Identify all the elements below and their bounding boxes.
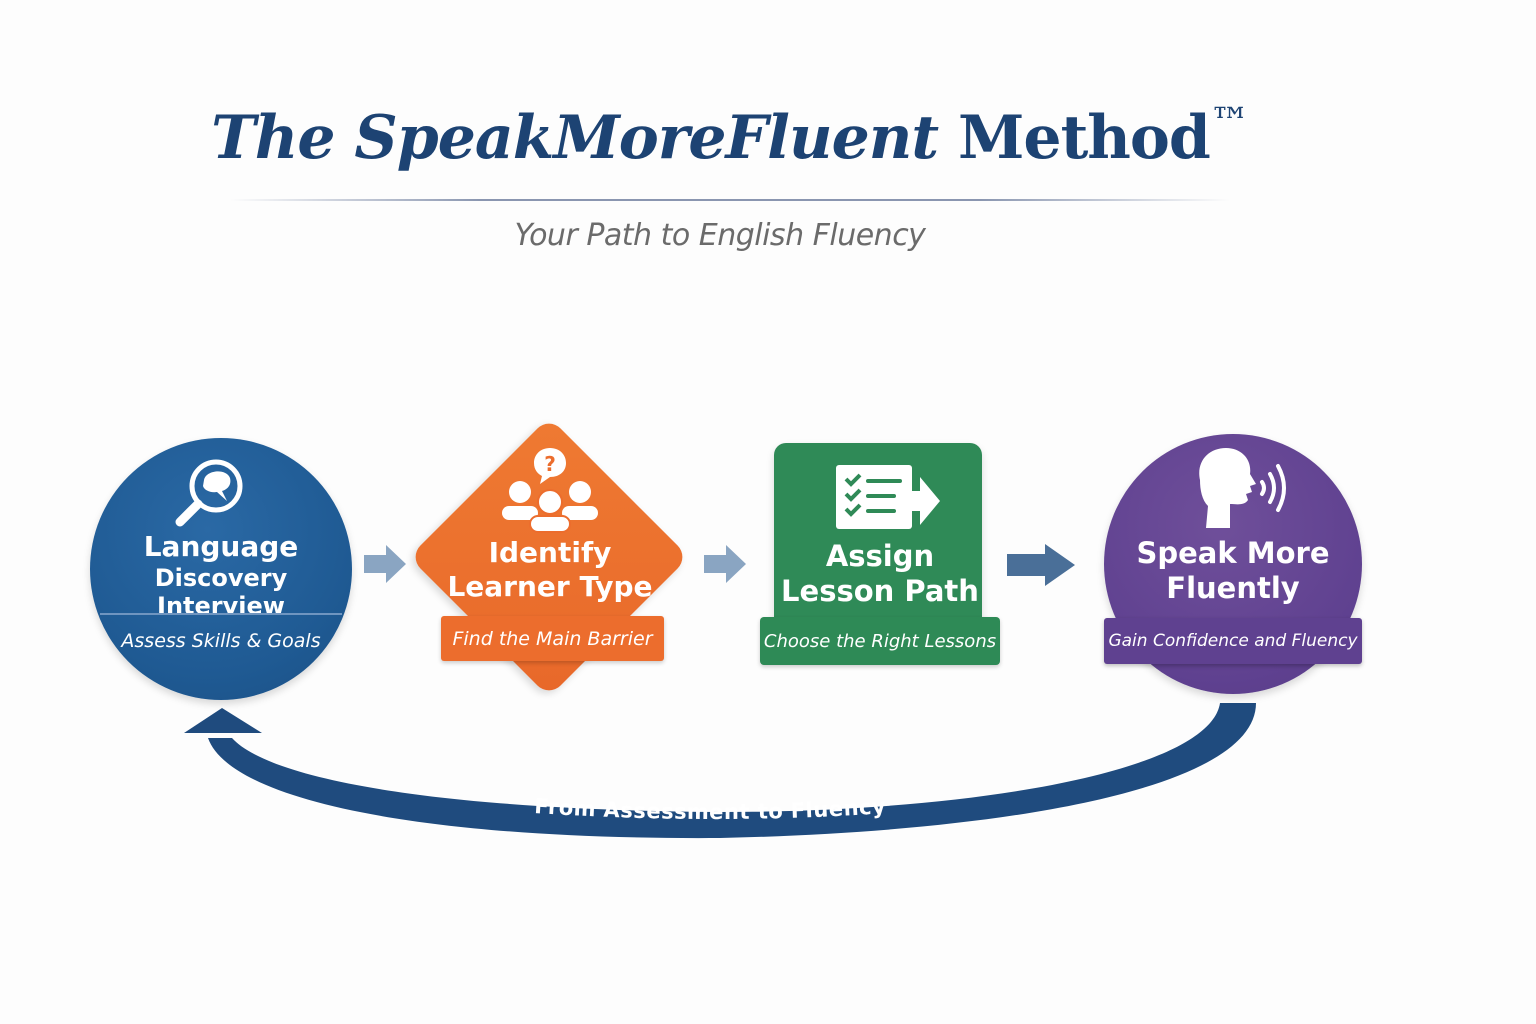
step-title: Language Discovery Interview bbox=[90, 530, 352, 621]
loop-arrowhead bbox=[184, 708, 262, 733]
step-assign-lesson-path[interactable]: Assign Lesson Path Choose the Right Less… bbox=[760, 443, 1000, 665]
title-divider bbox=[230, 199, 1230, 201]
step-title-line2: Discovery Interview bbox=[154, 563, 288, 621]
step-title-line2: Fluently bbox=[1166, 570, 1300, 605]
step-title-line1: Assign bbox=[825, 539, 935, 573]
step-title: Identify Learner Type bbox=[410, 536, 690, 603]
step-title-line2: Lesson Path bbox=[781, 573, 979, 608]
step-arrow-2 bbox=[704, 545, 746, 583]
step-tagline: Assess Skills & Goals bbox=[121, 630, 321, 652]
step-title: Speak More Fluently bbox=[1104, 536, 1362, 606]
title-italic: The SpeakMoreFluent bbox=[211, 103, 939, 173]
title-regular: Method bbox=[957, 103, 1211, 173]
loop-arrow-body bbox=[208, 703, 1256, 839]
step-arrow-3 bbox=[1007, 544, 1075, 586]
step-speak-more-fluently[interactable]: Speak More Fluently Gain Confidence and … bbox=[1104, 434, 1362, 694]
page-title: The SpeakMoreFluent Method™ bbox=[0, 100, 1460, 173]
page-subtitle: Your Path to English Fluency bbox=[514, 218, 926, 253]
step-title-line2: Learner Type bbox=[447, 569, 653, 603]
loop-label: From Assessment to Fluency bbox=[534, 794, 887, 824]
step-title-line1: Language bbox=[143, 530, 299, 563]
group-question-icon: ? bbox=[502, 448, 598, 533]
speaking-head-icon bbox=[1199, 448, 1286, 528]
step-title-line1: Identify bbox=[488, 536, 612, 569]
svg-text:?: ? bbox=[544, 452, 556, 476]
step-title: Assign Lesson Path bbox=[760, 539, 1000, 609]
step-tagline: Find the Main Barrier bbox=[441, 616, 664, 661]
step-arrow-1 bbox=[364, 545, 406, 583]
step-tagline: Gain Confidence and Fluency bbox=[1104, 618, 1362, 664]
step-title-line1: Speak More bbox=[1136, 536, 1330, 570]
trademark-symbol: ™ bbox=[1209, 100, 1250, 146]
step-language-discovery[interactable]: Language Discovery Interview Assess Skil… bbox=[90, 438, 352, 700]
checklist-arrow-icon bbox=[836, 465, 940, 529]
step-identify-learner-type[interactable]: ? Identify Learner Type Find the Main Ba… bbox=[408, 416, 690, 698]
magnifier-speech-icon bbox=[175, 459, 243, 527]
step-divider bbox=[100, 613, 342, 615]
step-tagline: Choose the Right Lessons bbox=[760, 617, 1000, 665]
svg-text:From Assessment to Fluency: From Assessment to Fluency bbox=[534, 794, 887, 824]
